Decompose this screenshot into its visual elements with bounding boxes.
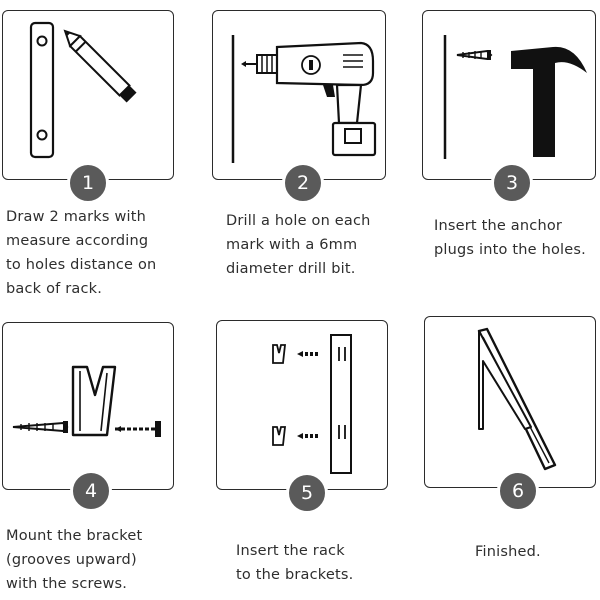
- bracket-icon: [71, 365, 117, 437]
- finished-rack-icon: [477, 327, 557, 471]
- step-4-illustration: [12, 365, 161, 437]
- step-5-line-1: Insert the rack: [236, 543, 345, 559]
- step-1-panel: [2, 10, 174, 180]
- step-5-illustration: [272, 334, 352, 474]
- step-1-line-1: Draw 2 marks with: [6, 209, 147, 225]
- step-3-panel: [422, 10, 596, 180]
- step-1-line-4: back of rack.: [6, 281, 103, 297]
- step-5-panel: [216, 320, 388, 490]
- step-5-line-2: to the brackets.: [236, 567, 354, 583]
- drill-icon: [241, 41, 377, 157]
- step-6-illustration: [477, 327, 557, 471]
- step-1-badge: 1: [67, 162, 109, 204]
- anchor-plug-icon: [12, 421, 69, 433]
- step-6-panel: [424, 316, 596, 488]
- step-6-caption: Finished.: [475, 540, 541, 564]
- step-6-line-1: Finished.: [475, 544, 541, 560]
- step-4-caption: Mount the bracket (grooves upward) with …: [6, 524, 142, 596]
- screw-icon: [115, 421, 161, 437]
- step-6-badge: 6: [497, 470, 539, 512]
- bracket-icon: [272, 344, 287, 446]
- step-2-illustration: [231, 35, 377, 163]
- step-4-line-3: with the screws.: [6, 576, 128, 592]
- step-5-caption: Insert the rack to the brackets.: [236, 539, 353, 587]
- step-2-caption: Drill a hole on each mark with a 6mm dia…: [226, 209, 371, 281]
- anchor-plug-icon: [456, 49, 493, 61]
- step-1-line-2: measure according: [6, 233, 149, 249]
- step-1-line-3: to holes distance on: [6, 257, 157, 273]
- bracket-icon: [29, 21, 55, 159]
- step-2-panel: [212, 10, 386, 180]
- rack-back-icon: [330, 334, 352, 474]
- step-3-illustration: [443, 35, 587, 159]
- step-4-badge: 4: [70, 470, 112, 512]
- pencil-icon: [63, 29, 137, 103]
- step-2-line-3: diameter drill bit.: [226, 261, 356, 277]
- step-2-line-2: mark with a 6mm: [226, 237, 358, 253]
- step-4-line-2: (grooves upward): [6, 552, 137, 568]
- arrow-icon: [297, 351, 318, 439]
- step-2-badge: 2: [282, 162, 324, 204]
- step-3-line-2: plugs into the holes.: [434, 242, 586, 258]
- step-4-line-1: Mount the bracket: [6, 528, 143, 544]
- step-1-caption: Draw 2 marks with measure according to h…: [6, 205, 156, 301]
- hammer-icon: [511, 46, 587, 157]
- step-3-line-1: Insert the anchor: [434, 218, 563, 234]
- step-4-panel: [2, 322, 174, 490]
- step-2-line-1: Drill a hole on each: [226, 213, 371, 229]
- step-1-illustration: [29, 21, 137, 159]
- step-3-badge: 3: [491, 162, 533, 204]
- step-3-caption: Insert the anchor plugs into the holes.: [434, 214, 586, 262]
- step-5-badge: 5: [286, 472, 328, 514]
